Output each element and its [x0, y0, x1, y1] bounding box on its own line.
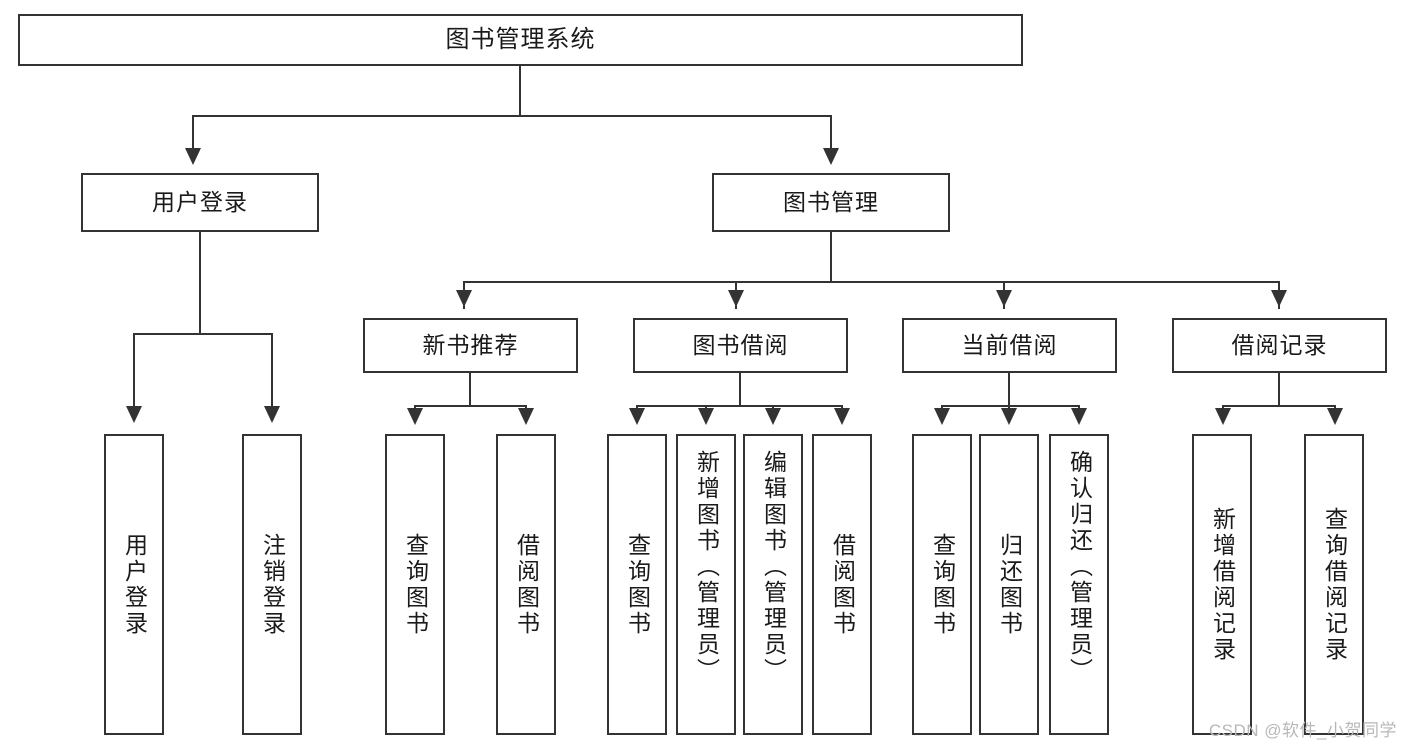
arrowhead-current-borrow-leaf-3: [1071, 408, 1087, 425]
edge-current-borrow-stem: [1008, 373, 1010, 406]
arrowhead-new-book-leaf-1: [407, 408, 423, 425]
leaf-label: 借阅图书: [829, 532, 856, 637]
leaf-query-book-recommend[interactable]: 查询图书: [385, 434, 445, 735]
arrowhead-borrow-records-leaf-2: [1327, 408, 1343, 425]
leaf-label: 借阅图书: [513, 532, 540, 637]
arrowhead-book-borrow-leaf-4: [834, 408, 850, 425]
node-label: 用户登录: [152, 189, 248, 216]
edge-book-manage-bus: [463, 281, 1280, 283]
node-borrow-records[interactable]: 借阅记录: [1172, 318, 1387, 373]
edge-book-manage-stem: [830, 232, 832, 282]
leaf-add-book-admin[interactable]: 新增图书（管理员）: [676, 434, 736, 735]
leaf-edit-book-admin[interactable]: 编辑图书（管理员）: [743, 434, 803, 735]
watermark-text: CSDN @软件_小贺同学: [1208, 721, 1397, 740]
arrowhead-current-borrow-leaf-1: [934, 408, 950, 425]
leaf-confirm-return-admin[interactable]: 确认归还（管理员）: [1049, 434, 1109, 735]
leaf-return-book[interactable]: 归还图书: [979, 434, 1039, 735]
leaf-add-borrow-record[interactable]: 新增借阅记录: [1192, 434, 1252, 735]
arrowhead-leaf-user-login: [126, 406, 142, 423]
leaf-label: 用户登录: [121, 532, 148, 637]
arrowhead-user-login: [185, 148, 201, 165]
leaf-user-login[interactable]: 用户登录: [104, 434, 164, 735]
node-label: 借阅记录: [1231, 332, 1328, 359]
edge-book-borrow-bus: [636, 405, 843, 407]
leaf-borrow-book[interactable]: 借阅图书: [812, 434, 872, 735]
leaf-query-book-current[interactable]: 查询图书: [912, 434, 972, 735]
arrowhead-leaf-logout: [264, 406, 280, 423]
edge-root-to-user-login: [192, 115, 194, 150]
edge-to-leaf-user-login: [133, 333, 135, 408]
leaf-label: 确认归还（管理员）: [1066, 450, 1093, 684]
arrowhead-new-book-leaf-2: [518, 408, 534, 425]
node-label: 新书推荐: [422, 332, 519, 359]
node-label: 当前借阅: [961, 332, 1058, 359]
leaf-label: 编辑图书（管理员）: [760, 450, 787, 684]
node-book-manage[interactable]: 图书管理: [712, 173, 950, 232]
arrowhead-book-borrow-leaf-2: [698, 408, 714, 425]
arrowhead-current-borrow-leaf-2: [1001, 408, 1017, 425]
edge-user-login-stem: [199, 232, 201, 334]
arrowhead-borrow-records-leaf-1: [1215, 408, 1231, 425]
arrowhead-book-borrow: [728, 290, 744, 307]
node-root-system[interactable]: 图书管理系统: [18, 14, 1023, 66]
node-current-borrow[interactable]: 当前借阅: [902, 318, 1117, 373]
edge-root-to-book-manage: [830, 115, 832, 150]
node-book-borrow[interactable]: 图书借阅: [633, 318, 848, 373]
arrowhead-new-book: [456, 290, 472, 307]
edge-user-login-bus: [133, 333, 273, 335]
edge-current-borrow-bus: [941, 405, 1080, 407]
leaf-label: 归还图书: [996, 532, 1023, 637]
node-label: 图书管理系统: [445, 26, 596, 54]
arrowhead-book-manage: [823, 148, 839, 165]
edge-root-stem: [519, 66, 521, 116]
leaf-logout[interactable]: 注销登录: [242, 434, 302, 735]
node-user-login[interactable]: 用户登录: [81, 173, 319, 232]
arrowhead-current-borrow: [996, 290, 1012, 307]
node-new-book-recommend[interactable]: 新书推荐: [363, 318, 578, 373]
arrowhead-book-borrow-leaf-3: [765, 408, 781, 425]
node-label: 图书借阅: [692, 332, 789, 359]
edge-borrow-records-stem: [1278, 373, 1280, 406]
leaf-label: 新增图书（管理员）: [693, 450, 720, 684]
leaf-label: 新增借阅记录: [1209, 506, 1236, 663]
leaf-query-borrow-record[interactable]: 查询借阅记录: [1304, 434, 1364, 735]
leaf-borrow-book-recommend[interactable]: 借阅图书: [496, 434, 556, 735]
leaf-label: 查询图书: [402, 532, 429, 637]
leaf-label: 注销登录: [259, 532, 286, 637]
edge-book-borrow-stem: [739, 373, 741, 406]
edge-new-book-bus: [414, 405, 527, 407]
arrowhead-borrow-records: [1271, 290, 1287, 307]
edge-borrow-records-bus: [1222, 405, 1336, 407]
edge-root-bus: [192, 115, 832, 117]
arrowhead-book-borrow-leaf-1: [629, 408, 645, 425]
edge-to-leaf-logout: [271, 333, 273, 408]
leaf-label: 查询借阅记录: [1321, 506, 1348, 663]
edge-new-book-stem: [469, 373, 471, 406]
leaf-label: 查询图书: [624, 532, 651, 637]
leaf-label: 查询图书: [929, 532, 956, 637]
leaf-query-book-borrow[interactable]: 查询图书: [607, 434, 667, 735]
node-label: 图书管理: [783, 189, 879, 216]
